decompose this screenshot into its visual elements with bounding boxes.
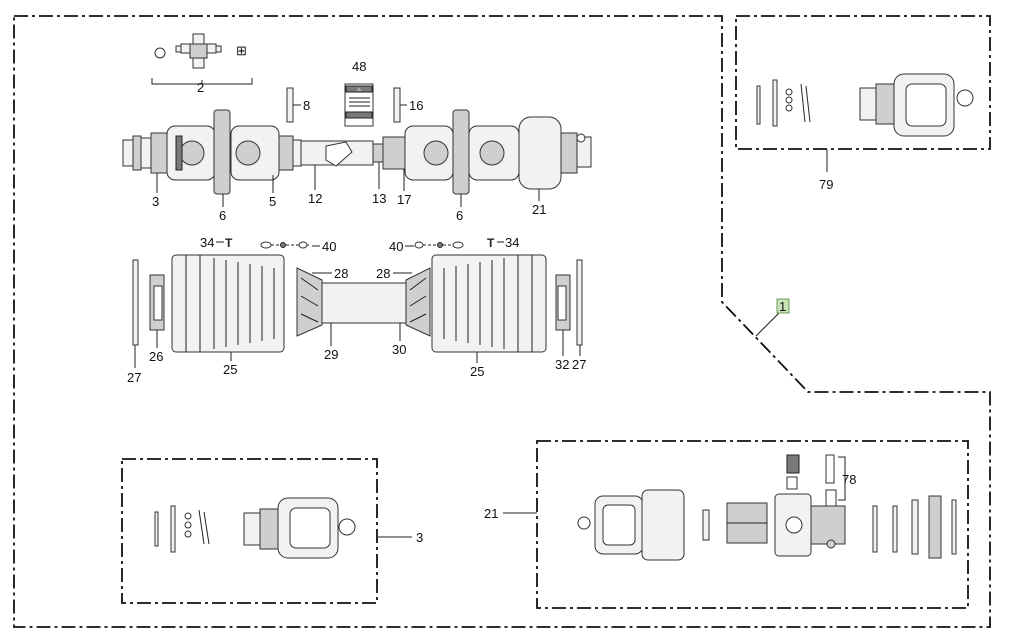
label-27-right: 27 (572, 357, 586, 372)
leader-1 (755, 309, 783, 337)
label-17: 17 (397, 192, 411, 207)
label-6-right: 6 (456, 208, 463, 223)
part-27-right (576, 259, 583, 346)
label-28-left: 28 (334, 266, 348, 281)
svg-text:⊞: ⊞ (236, 43, 247, 58)
part-25-left-bellows (171, 254, 285, 353)
safety-chain-left (260, 241, 310, 249)
part-2-cross-kit: ⊞ (151, 33, 253, 85)
part-48-decal: ⚠ (344, 83, 374, 127)
label-13: 13 (372, 191, 386, 206)
label-29: 29 (324, 347, 338, 362)
label-5: 5 (269, 194, 276, 209)
inset-79-parts (756, 73, 974, 137)
label-16: 16 (409, 98, 423, 113)
label-78: 78 (842, 472, 856, 487)
label-25-right: 25 (470, 364, 484, 379)
main-shaft-assembly (122, 109, 592, 195)
inset-21-parts (577, 454, 957, 561)
label-32: 32 (555, 357, 569, 372)
label-2: 2 (197, 80, 204, 95)
label-6-left: 6 (219, 208, 226, 223)
label-3-inset: 3 (416, 530, 423, 545)
screw-icon-right: T (487, 236, 495, 250)
label-8: 8 (303, 98, 310, 113)
label-48: 48 (352, 59, 366, 74)
label-12: 12 (308, 191, 322, 206)
label-21-inset: 21 (484, 506, 498, 521)
label-40-left: 40 (322, 239, 336, 254)
label-1: 1 (779, 299, 786, 314)
label-1-badge (776, 298, 790, 314)
label-79: 79 (819, 177, 833, 192)
label-28-right: 28 (376, 266, 390, 281)
inset-3-box (121, 458, 378, 604)
assembly-1-boundary (13, 15, 991, 628)
part-25-right-bellows (431, 254, 547, 353)
inset-21-box (536, 440, 969, 609)
part-27-left (132, 259, 139, 346)
label-34-right: 34 (505, 235, 519, 250)
inner-guard-tube (296, 267, 431, 337)
label-30: 30 (392, 342, 406, 357)
label-26: 26 (149, 349, 163, 364)
label-27-left: 27 (127, 370, 141, 385)
part-16 (393, 87, 401, 123)
warning-decal-icon: ⚠ (357, 87, 362, 93)
label-34-left: 34 (200, 235, 214, 250)
screw-icon: T (225, 236, 233, 250)
label-3-main: 3 (152, 194, 159, 209)
label-21-main: 21 (532, 202, 546, 217)
safety-chain-right (414, 241, 464, 249)
label-40-right: 40 (389, 239, 403, 254)
label-25-left: 25 (223, 362, 237, 377)
inset-3-parts (154, 497, 356, 559)
part-8 (286, 87, 294, 123)
inset-79-box (735, 15, 991, 150)
